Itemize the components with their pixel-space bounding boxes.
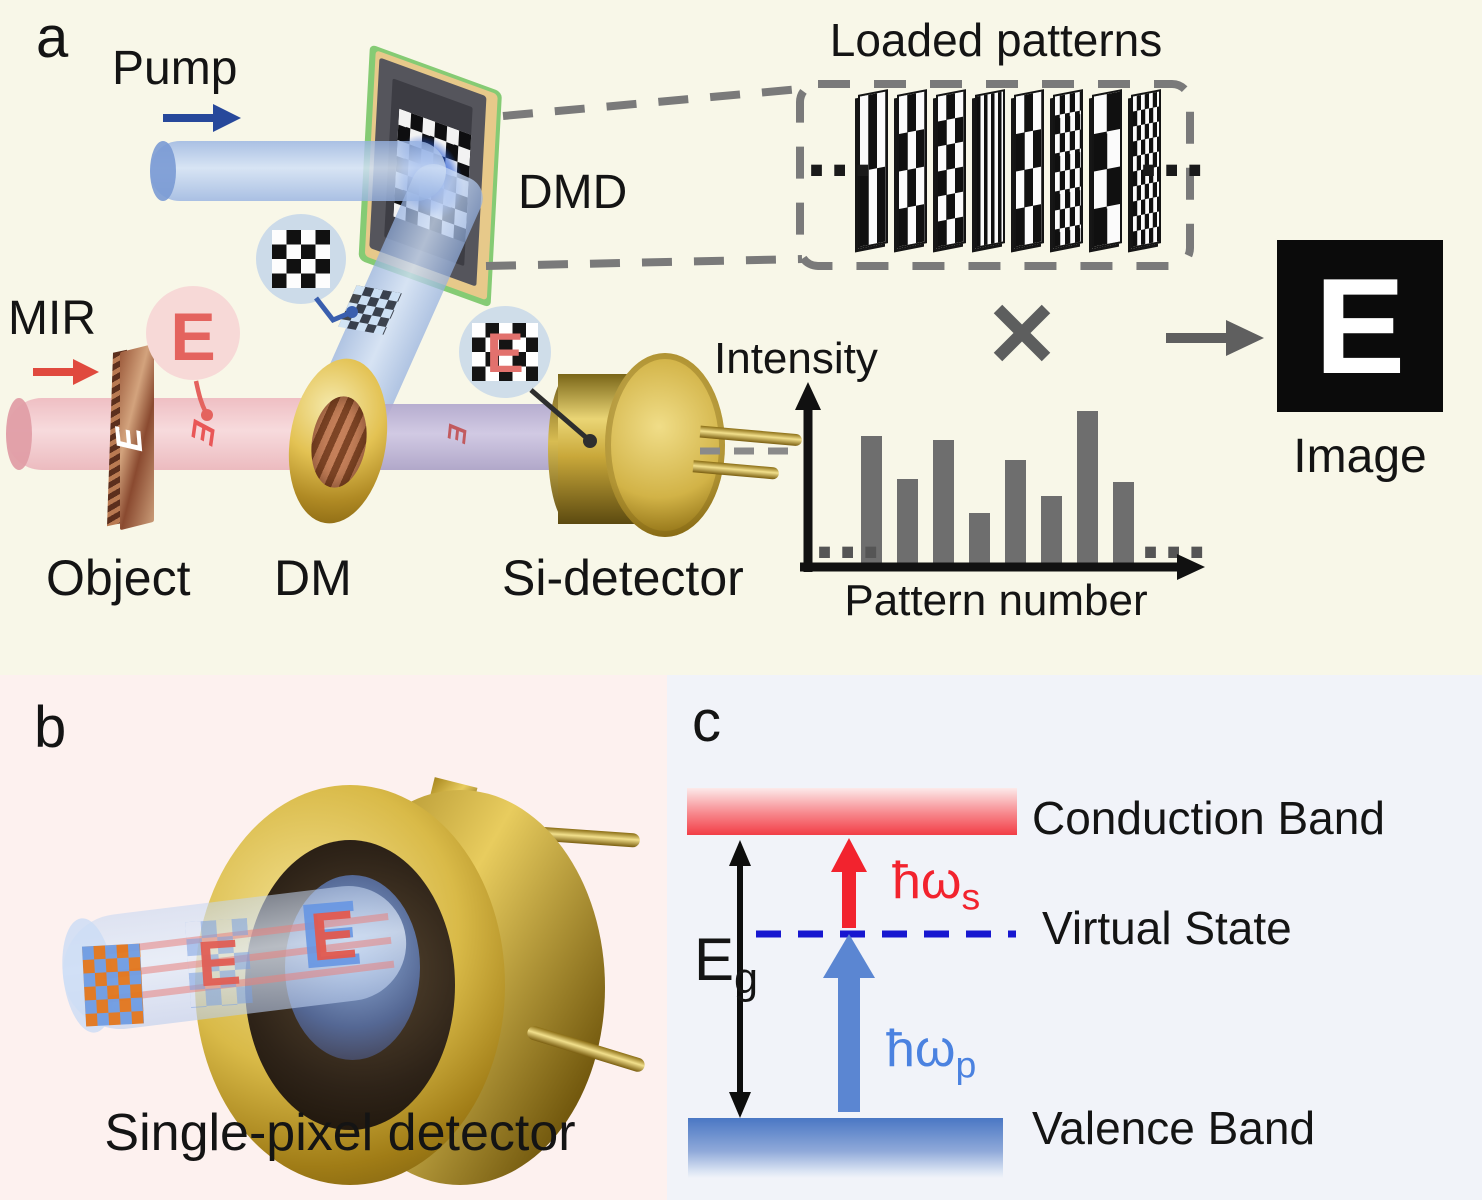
intensity-bar (1005, 460, 1026, 565)
checkerboard-icon (272, 230, 330, 288)
intensity-bar (1041, 496, 1062, 565)
pattern-tile (975, 89, 1005, 249)
intensity-bar (1077, 411, 1098, 565)
chart-xlabel: Pattern number (844, 576, 1148, 625)
virtual-state-label: Virtual State (1042, 902, 1292, 954)
pattern-tile (1131, 89, 1161, 249)
image-label: Image (1293, 430, 1427, 483)
pump-label: Pump (112, 42, 238, 95)
intensity-bars (861, 409, 1161, 565)
pattern-tile (936, 89, 966, 249)
beam-end-cap (150, 141, 176, 201)
inset-letter: E (486, 321, 524, 384)
dmd-label: DMD (518, 166, 628, 219)
beam-letter: E (195, 925, 243, 1001)
pump-beam-horizontal (150, 141, 446, 201)
band-gap-sub: g (734, 955, 759, 1003)
valence-band-bar (688, 1118, 1003, 1178)
band-gap-base: E (694, 926, 735, 993)
beam-checker-pattern (81, 943, 145, 1027)
checkerboard-icon (472, 323, 538, 381)
inset-letter: E (170, 299, 216, 375)
dm-label: DM (274, 550, 352, 606)
si-detector-device (548, 352, 808, 542)
object-label: Object (46, 550, 191, 606)
signal-photon-sub: s (961, 875, 981, 918)
pattern-tile (858, 89, 888, 249)
signal-photon-label: ħωs (892, 854, 980, 917)
intensity-bar (861, 436, 882, 565)
beam-letter-red: E (307, 895, 360, 976)
pump-photon-base: ħω (886, 1020, 956, 1078)
panel-a-label: a (36, 5, 69, 70)
pattern-inset-circle (256, 214, 346, 304)
pattern-tile (897, 89, 927, 249)
pattern-tile (1092, 89, 1122, 249)
image-letter: E (1314, 250, 1406, 402)
reconstructed-image: E (1277, 240, 1443, 412)
signal-photon-base: ħω (892, 852, 962, 910)
loaded-pattern-tiles (858, 89, 1161, 249)
si-detector-label: Si-detector (502, 550, 744, 606)
panel-b-label: b (34, 695, 67, 760)
band-gap-label: Eg (694, 928, 758, 1002)
mir-object-inset-circle: E (146, 286, 240, 380)
masked-image-inset-circle: E (459, 306, 551, 398)
panel-c-label: c (692, 689, 721, 754)
detector-face (605, 353, 725, 537)
pump-photon-label: ħωp (886, 1022, 976, 1085)
intensity-bar (969, 513, 990, 565)
beam-focus-letter: E E (295, 882, 390, 991)
pattern-tile (1014, 89, 1044, 249)
intensity-bar (1113, 482, 1134, 565)
chart-ylabel: Intensity (714, 334, 878, 383)
dichroic-mirror (277, 351, 399, 531)
conduction-band-bar (687, 788, 1017, 835)
beam-end-cap (6, 398, 32, 470)
mir-label: MIR (8, 292, 96, 345)
beam-mid-letter: E (185, 917, 253, 1009)
single-pixel-detector-caption: Single-pixel detector (104, 1104, 576, 1162)
pump-photon-sub: p (955, 1043, 977, 1086)
intensity-bar (933, 440, 954, 565)
panel-c-background (667, 675, 1482, 1200)
loaded-patterns-title: Loaded patterns (829, 14, 1163, 66)
conduction-band-label: Conduction Band (1032, 792, 1385, 844)
pattern-tile (1053, 89, 1083, 249)
valence-band-label: Valence Band (1032, 1102, 1316, 1154)
intensity-bar (897, 479, 918, 565)
